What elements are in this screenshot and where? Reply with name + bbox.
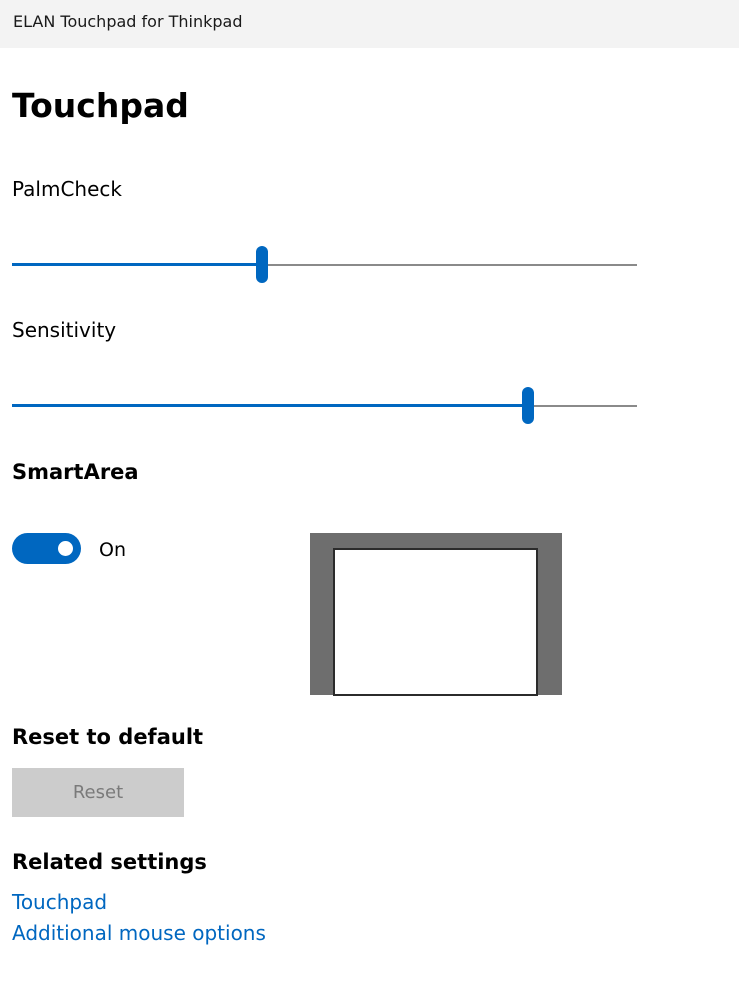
palmcheck-slider[interactable]: [12, 245, 637, 285]
palmcheck-slider-fill: [12, 263, 262, 266]
sensitivity-slider[interactable]: [12, 386, 637, 426]
smartarea-toggle-knob: [58, 541, 73, 556]
sensitivity-slider-thumb[interactable]: [522, 387, 534, 424]
palmcheck-slider-track[interactable]: [12, 264, 637, 266]
related-settings-heading: Related settings: [12, 850, 207, 874]
sensitivity-label: Sensitivity: [12, 318, 117, 342]
reset-button[interactable]: Reset: [12, 768, 184, 817]
title-bar: ELAN Touchpad for Thinkpad: [0, 0, 739, 48]
palmcheck-slider-thumb[interactable]: [256, 246, 268, 283]
smartarea-toggle-state: On: [99, 539, 126, 561]
additional-mouse-options-link[interactable]: Additional mouse options: [12, 921, 266, 945]
smartarea-active-region: [333, 548, 538, 696]
touchpad-link[interactable]: Touchpad: [12, 890, 108, 914]
smartarea-heading: SmartArea: [12, 460, 139, 484]
reset-heading: Reset to default: [12, 725, 204, 749]
palmcheck-label: PalmCheck: [12, 177, 122, 201]
smartarea-toggle[interactable]: [12, 533, 81, 564]
window-title: ELAN Touchpad for Thinkpad: [13, 12, 243, 31]
smartarea-preview: [310, 533, 562, 696]
sensitivity-slider-fill: [12, 404, 528, 407]
page-title: Touchpad: [12, 86, 189, 125]
